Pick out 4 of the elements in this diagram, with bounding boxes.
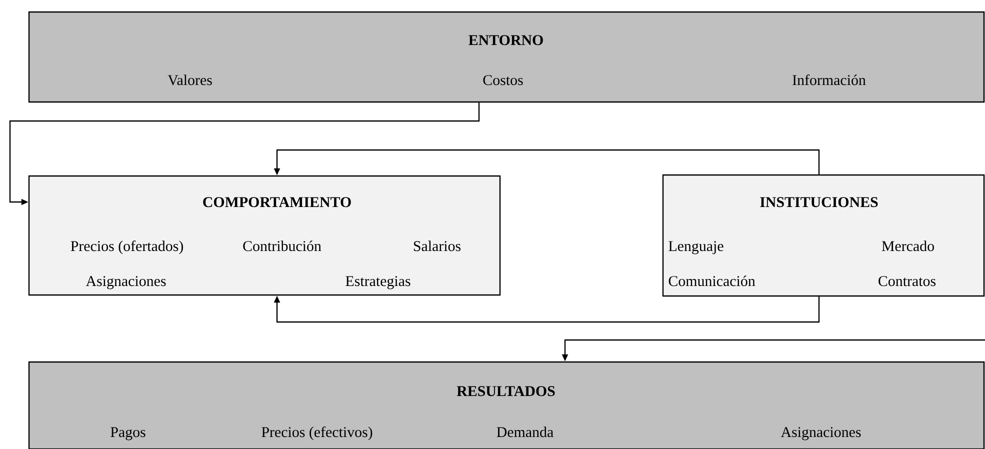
box: RESULTADOS Pagos Precios (efectivos) Demanda Asignaciones [28, 361, 985, 449]
box: COMPORTAMIENTO Precios (ofertados) Contribución Salarios Asignaciones Estrategias [28, 175, 501, 296]
box: INSTITUCIONES Lenguaje Mercado Comunicación Contratos [662, 174, 985, 297]
box: ENTORNO Valores Costos Información [28, 11, 985, 103]
